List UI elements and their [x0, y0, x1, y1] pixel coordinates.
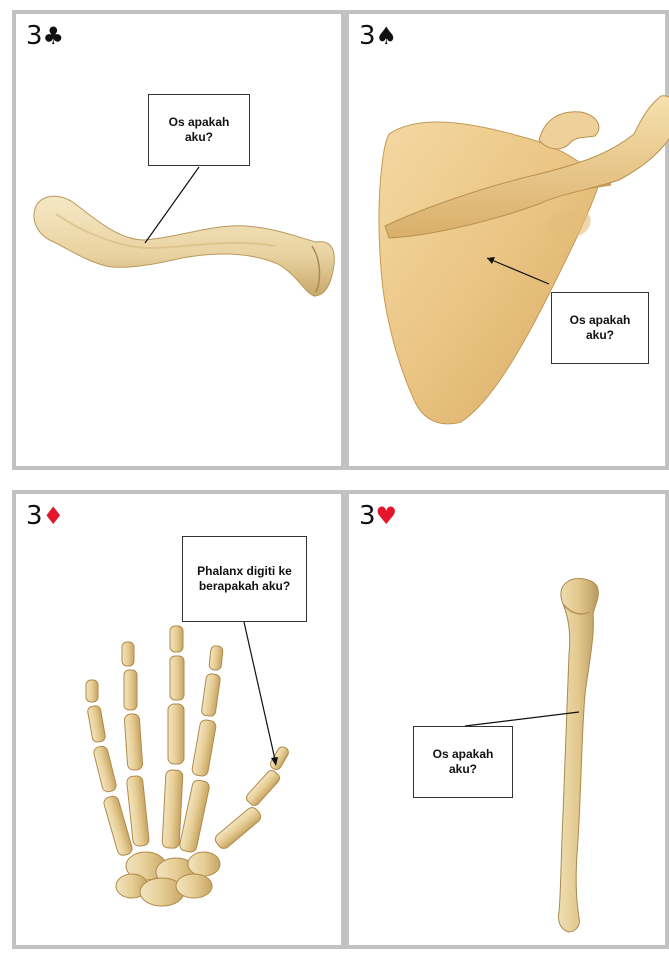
card-3-diamonds[interactable]: 3♦ [12, 490, 345, 949]
card-3-spades[interactable]: 3♠ Os apakah aku? [345, 10, 669, 470]
scapula-illustration [349, 14, 669, 474]
question-callout: Phalanx digiti ke berapakah aku? [182, 536, 307, 622]
question-callout: Os apakah aku? [551, 292, 649, 364]
long-bone-illustration [349, 494, 669, 953]
card-3-hearts[interactable]: 3♥ Os apakah aku? [345, 490, 669, 949]
card-3-clubs[interactable]: 3♣ Os apakah aku? [12, 10, 345, 470]
question-callout: Os apakah aku? [148, 94, 250, 166]
question-callout: Os apakah aku? [413, 726, 513, 798]
clavicle-illustration [16, 14, 349, 474]
